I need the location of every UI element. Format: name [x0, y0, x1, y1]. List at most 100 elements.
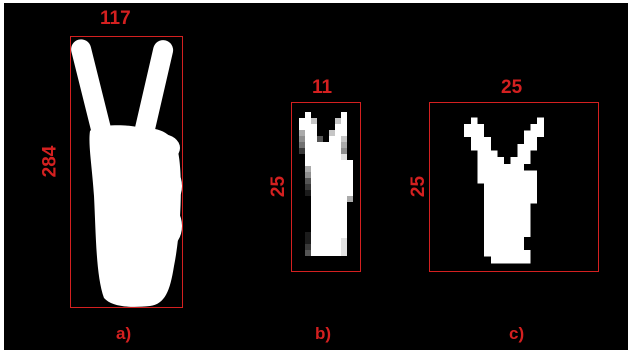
hand-pixel: [341, 226, 347, 232]
hand-pixel: [305, 124, 311, 130]
hand-pixel: [523, 230, 531, 237]
hand-pixel: [335, 244, 341, 250]
hand-pixel: [510, 170, 518, 178]
hand-pixel: [517, 230, 524, 237]
hand-pixel: [311, 166, 317, 172]
hand-pixel: [329, 142, 335, 148]
panel-a-bounding-box: [70, 36, 183, 308]
hand-pixel: [497, 203, 505, 211]
hand-pixel: [329, 166, 335, 172]
hand-pixel: [335, 148, 341, 154]
hand-pixel: [317, 208, 323, 214]
hand-pixel: [311, 184, 317, 190]
hand-pixel: [317, 250, 323, 256]
hand-pixel: [523, 170, 531, 178]
hand-pixel: [510, 256, 518, 264]
panel-c-width-label: 25: [501, 77, 523, 98]
hand-pixel: [323, 232, 329, 238]
hand-pixel: [484, 143, 491, 151]
hand-pixel: [497, 256, 505, 264]
panel-b-height-label: 25: [268, 175, 290, 198]
hand-pixel: [311, 250, 317, 256]
hand-pixel: [490, 243, 498, 251]
hand-pixel: [523, 130, 531, 138]
hand-pixel: [484, 183, 491, 191]
hand-pixel: [530, 137, 538, 144]
hand-pixel: [497, 250, 505, 257]
hand-pixel: [497, 196, 505, 204]
hand-pixel: [317, 166, 323, 172]
hand-pixel: [341, 172, 347, 178]
hand-pixel: [497, 230, 505, 237]
hand-pixel: [504, 236, 511, 244]
hand-pixel: [335, 130, 341, 136]
hand-pixel: [317, 154, 323, 160]
hand-pixel: [470, 123, 478, 131]
hand-pixel: [305, 142, 311, 148]
hand-pixel: [497, 216, 505, 224]
hand-pixel: [341, 124, 347, 130]
hand-pixel: [311, 172, 317, 178]
panel-c-caption: c): [509, 324, 525, 343]
hand-pixel: [341, 238, 347, 244]
hand-pixel: [323, 178, 329, 184]
hand-pixel: [523, 157, 531, 164]
hand-pixel: [510, 236, 518, 244]
hand-pixel: [317, 184, 323, 190]
hand-pixel: [523, 150, 531, 158]
figure-canvas: 117 284 a) 11: [4, 3, 628, 350]
hand-pixel: [317, 232, 323, 238]
hand-pixel: [305, 250, 311, 256]
hand-pixel: [335, 178, 341, 184]
hand-pixel: [311, 118, 317, 124]
hand-pixel: [323, 202, 329, 208]
hand-pixel: [335, 166, 341, 172]
hand-pixel: [530, 190, 538, 197]
hand-pixel: [305, 118, 311, 124]
hand-pixel: [335, 232, 341, 238]
hand-pixel: [311, 244, 317, 250]
hand-pixel: [311, 232, 317, 238]
hand-pixel: [317, 160, 323, 166]
hand-pixel: [470, 117, 478, 124]
hand-pixel: [329, 130, 335, 136]
hand-pixel: [497, 236, 505, 244]
hand-pixel: [341, 250, 347, 256]
hand-pixel: [341, 136, 347, 142]
hand-pixel: [490, 216, 498, 224]
hand-pixel: [347, 196, 353, 202]
hand-pixel: [477, 157, 485, 164]
hand-pixel: [305, 238, 311, 244]
hand-pixel: [510, 157, 518, 164]
hand-pixel: [347, 190, 353, 196]
hand-pixel: [305, 130, 311, 136]
hand-pixel: [341, 160, 347, 166]
hand-pixel: [484, 230, 491, 237]
hand-pixel: [517, 210, 524, 217]
hand-pixel: [537, 123, 544, 131]
hand-pixel: [510, 177, 518, 184]
hand-pixel: [311, 226, 317, 232]
hand-pixel: [484, 163, 491, 171]
hand-pixel: [497, 157, 505, 164]
hand-pixel: [490, 256, 498, 264]
hand-pixel: [317, 244, 323, 250]
hand-pixel: [517, 150, 524, 158]
panel-a-height-label: 284: [39, 145, 61, 178]
pixelated-victory-hand-icon: [299, 112, 353, 256]
hand-pixel: [504, 190, 511, 197]
hand-pixel: [311, 214, 317, 220]
hand-pixel: [504, 177, 511, 184]
panel-c-bounding-box: [429, 102, 599, 272]
hand-pixel: [517, 177, 524, 184]
hand-pixel: [311, 142, 317, 148]
hand-pixel: [484, 150, 491, 158]
hand-pixel: [510, 250, 518, 257]
hand-pixel: [329, 184, 335, 190]
hand-pixel: [329, 136, 335, 142]
hand-pixel: [317, 226, 323, 232]
hand-pixel: [464, 130, 471, 138]
hand-pixel: [523, 183, 531, 191]
hand-pixel: [517, 256, 524, 264]
hand-pixel: [341, 214, 347, 220]
